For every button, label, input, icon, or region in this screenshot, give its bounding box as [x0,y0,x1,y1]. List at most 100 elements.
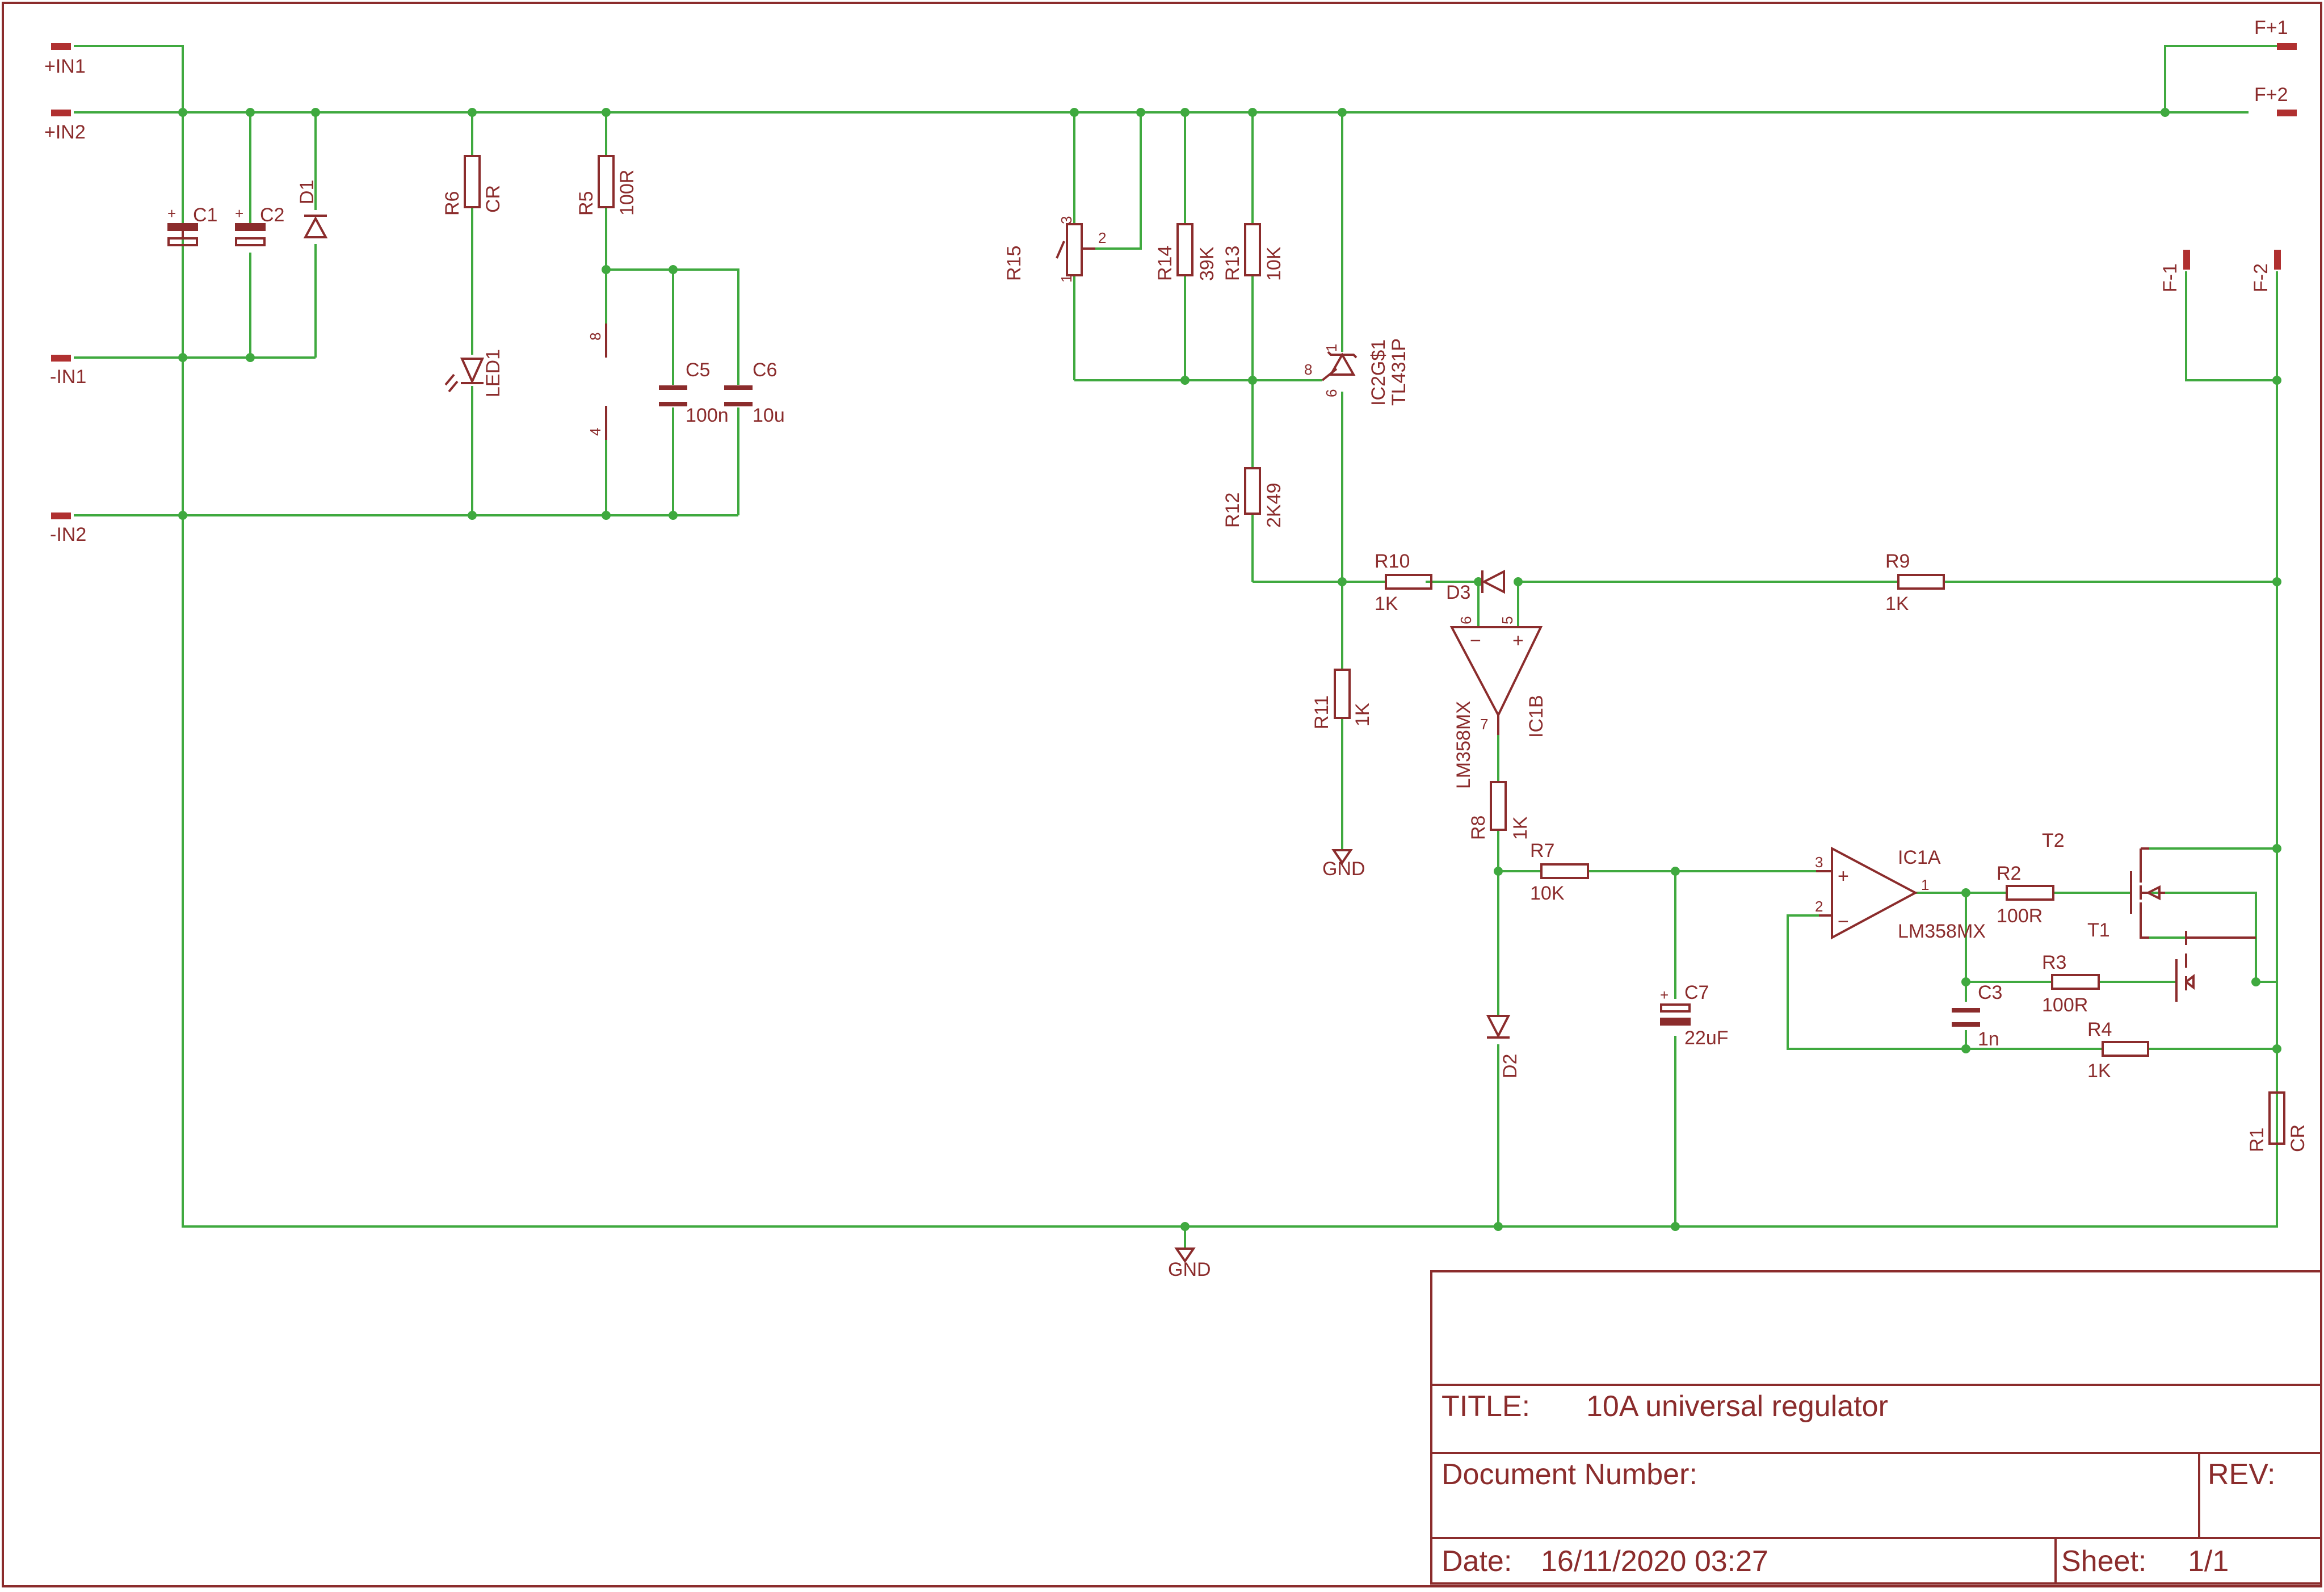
value-ic1b: LM358MX [1453,701,1474,789]
label-r8: R8 [1468,816,1489,840]
label-r12: R12 [1222,493,1243,528]
label-r14: R14 [1154,246,1176,281]
value-r9: 1K [1885,593,1909,615]
value-c3: 1n [1978,1028,1999,1050]
label-r13: R13 [1222,246,1243,281]
label-r5: R5 [575,191,597,216]
label-r6: R6 [442,191,463,216]
label-c3: C3 [1978,982,2002,1003]
sheet-label: Sheet: [2061,1545,2146,1578]
svg-text:+: + [235,205,243,222]
label-ic1b: IC1B [1525,695,1547,738]
pin-r15-1: 1 [1058,275,1075,283]
ground-symbol-2 [1174,1247,1196,1263]
value-r2: 100R [1997,905,2043,927]
value-c5: 100n [686,405,729,426]
pin-ic2-1: 1 [1323,344,1340,352]
port-f2-pos: F+2 [2254,84,2288,106]
value-r4: 1K [2087,1060,2111,1082]
label-r15: R15 [1003,246,1025,281]
label-c6: C6 [753,359,777,381]
label-d1: D1 [296,180,318,204]
svg-text:−: − [1470,630,1481,652]
label-led1: LED1 [482,349,504,397]
ground-symbol-1 [1331,849,1353,865]
pin-ic1a-2: 2 [1815,898,1823,915]
port-f1-neg: F-1 [2159,263,2181,292]
value-ic1a: LM358MX [1898,921,1986,942]
value-r12: 2K49 [1263,483,1285,528]
value-r8: 1K [1510,816,1531,840]
date-label: Date: [1442,1545,1512,1578]
pin-ic1b-5: 5 [1499,616,1516,624]
pin-r15-2: 2 [1098,229,1106,246]
rev-label: REV: [2208,1458,2275,1491]
label-r9: R9 [1885,551,1910,572]
connector-pads [51,43,2297,519]
pin-ic1b-6: 6 [1457,616,1474,624]
value-r14: 39K [1196,246,1218,281]
title-label: TITLE: [1442,1390,1530,1423]
gnd-label-2: GND [1168,1259,1211,1280]
value-r6: CR [482,185,504,213]
value-r3: 100R [2042,994,2088,1016]
value-c6: 10u [753,405,785,426]
value-r5: 100R [616,170,638,216]
svg-text:+: + [1838,866,1849,887]
title-block [1430,1270,2322,1585]
label-r1: R1 [2246,1128,2268,1152]
label-r10: R10 [1375,551,1410,572]
label-r2: R2 [1997,863,2021,884]
port-in1-pos: +IN1 [44,56,86,77]
label-t2: T2 [2042,830,2065,851]
value-r13: 10K [1263,246,1285,281]
component-symbols [167,155,2285,1145]
value-r11: 1K [1352,703,1373,726]
pin-r15-3: 3 [1058,216,1075,224]
label-r11: R11 [1311,695,1333,729]
label-r4: R4 [2087,1019,2112,1040]
docnum-label: Document Number: [1442,1458,1697,1491]
polarity-marks: + + + − + + − [167,205,1849,1003]
label-t1: T1 [2087,919,2110,941]
gnd-label-1: GND [1322,858,1365,880]
sheet-value: 1/1 [2188,1545,2229,1578]
value-ic2: TL431P [1388,338,1410,406]
pin-ic1b-7: 7 [1480,716,1488,733]
svg-text:+: + [1660,986,1669,1003]
pin-ic2-8: 8 [1304,361,1312,378]
pin-ic1a-3: 3 [1815,854,1823,871]
port-in2-neg: -IN2 [50,524,86,545]
value-r7: 10K [1530,883,1565,904]
label-r7: R7 [1530,840,1554,862]
label-d2: D2 [1499,1054,1521,1078]
wires [74,45,2278,1249]
svg-text:+: + [167,205,176,222]
label-c7: C7 [1684,982,1709,1003]
title-value: 10A universal regulator [1586,1390,1888,1423]
pin-ic2-6: 6 [1323,389,1340,397]
value-r1: CR [2287,1124,2309,1152]
label-c5: C5 [686,359,710,381]
svg-text:+: + [1512,630,1524,652]
date-value: 16/11/2020 03:27 [1541,1545,1768,1578]
value-c7: 22uF [1684,1027,1729,1049]
pin-ic1a-1: 1 [1921,876,1929,893]
label-d3: D3 [1446,582,1470,603]
junctions [178,108,2281,1231]
pin-4: 4 [587,428,604,436]
port-in1-neg: -IN1 [50,366,86,388]
label-c1: C1 [193,204,217,226]
label-ic2: IC2G$1 [1368,339,1389,406]
label-r3: R3 [2042,952,2066,973]
port-f1-pos: F+1 [2254,17,2288,39]
svg-text:−: − [1838,911,1849,932]
port-in2-pos: +IN2 [44,121,86,143]
port-f2-neg: F-2 [2250,263,2272,292]
label-c2: C2 [260,204,284,226]
value-r10: 1K [1375,593,1398,615]
pin-8: 8 [587,333,604,341]
